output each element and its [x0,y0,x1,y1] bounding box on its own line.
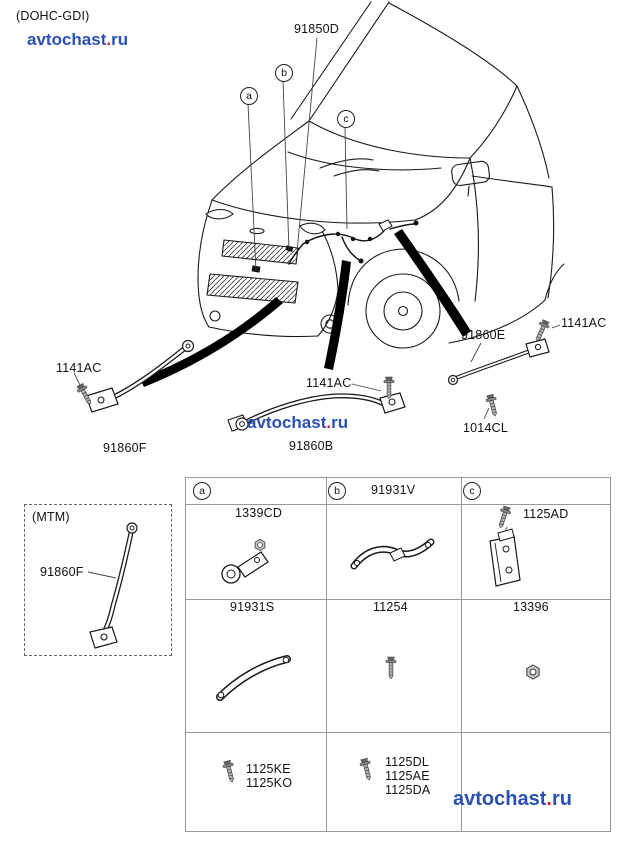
watermark-center: avtochast.ru [247,413,348,433]
part-label-1125dl: 1125DL [385,755,430,769]
leader-lines [73,37,561,579]
watermark-dot: . [106,30,112,49]
nut-13396 [526,664,540,680]
lower-grille [206,273,299,304]
engine-variant-label: (DOHC-GDI) [16,9,90,23]
battery-wiring-91860e [447,318,552,418]
part-label-1141ac-right: 1141AC [561,316,607,330]
headlight-left [205,208,234,220]
mtm-title: (MTM) [32,510,70,524]
part-label-1125da: 1125DA [385,783,431,797]
callout-b: b [275,64,293,82]
watermark-text: avtochast [453,788,547,810]
watermark-dot: . [326,413,332,432]
part-label-1125ad: 1125AD [523,507,569,521]
table-divider-horizontal [186,732,610,733]
part-label-1141ac-left: 1141AC [56,361,102,375]
parts-table [185,477,611,832]
watermark-text: avtochast [27,30,107,49]
table-divider-vertical [326,478,327,831]
watermark-text: ru [331,413,349,432]
car-illustration [197,1,565,349]
clamp-1339cd [221,564,241,584]
brand-badge [249,227,265,235]
part-label-1339cd: 1339CD [235,506,283,520]
headlight-right [299,222,326,235]
table-divider-horizontal [186,599,610,600]
part-label-1125ae: 1125AE [385,769,430,783]
part-label-1141ac-center: 1141AC [306,376,352,390]
bracket-91931s [216,655,291,701]
watermark-text: ru [111,30,129,49]
table-divider-horizontal [186,504,610,505]
table-header-a: a [193,482,211,500]
table-header-c-letter: c [469,485,475,497]
callout-c: c [337,110,355,128]
table-divider-vertical [461,478,462,831]
callout-a: a [240,87,258,105]
pointer-swooshes [140,229,471,387]
table-part-glyphs [216,505,540,784]
bolt-1125dl [358,757,375,782]
part-label-91860f-mtm: 91860F [40,565,84,579]
part-label-1125ko: 1125KO [246,776,293,790]
watermark-top-left: avtochast.ru [27,30,128,50]
watermark-text: ru [551,788,572,810]
upper-grille [221,239,299,265]
bracket-91931v [350,538,435,570]
battery-wiring-91860b [227,376,406,432]
part-label-91931s: 91931S [230,600,275,614]
bracket-1125ad [489,505,521,587]
part-label-1014cl: 1014CL [463,421,508,435]
part-label-1125ke: 1125KE [246,762,291,776]
table-header-a-letter: a [199,485,205,497]
bolt-1125ke [221,759,238,784]
side-mirror [451,160,490,187]
table-header-b: b [328,482,346,500]
part-label-91931v: 91931V [371,483,416,497]
part-label-91860e: 91860E [461,328,506,342]
part-label-91860f: 91860F [103,441,147,455]
table-header-c: c [463,482,481,500]
callout-b-letter: b [281,67,287,79]
mtm-ground-strap [89,522,138,649]
part-label-91860b: 91860B [289,439,334,453]
table-header-b-letter: b [334,485,340,497]
part-label-13396: 13396 [513,600,549,614]
part-label-91850d: 91850D [294,22,339,36]
engine-harness [251,219,419,273]
part-label-11254: 11254 [373,600,408,614]
callout-c-letter: c [343,113,349,125]
watermark-text: avtochast [247,413,327,432]
bolt-11254 [385,656,397,680]
watermark-dot: . [546,788,552,810]
callout-a-letter: a [246,90,252,102]
ground-strap-91860f [75,339,195,413]
watermark-bottom-right: avtochast.ru [453,788,572,811]
